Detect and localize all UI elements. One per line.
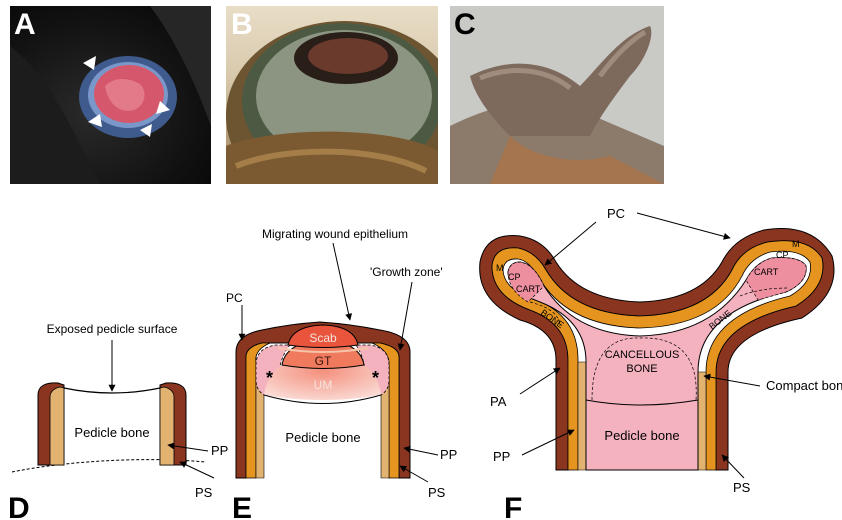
label-m-right: M <box>792 239 800 249</box>
label-cp-right: CP <box>776 250 789 260</box>
label-cart-left: CART <box>516 284 541 294</box>
label-pp-d: PP <box>211 443 228 458</box>
label-um: UM <box>314 378 333 392</box>
label-cart-right: CART <box>754 267 779 277</box>
panel-f-diagram: PC M CP CART BONE M CP CART BONE CANCELL… <box>480 206 842 520</box>
label-compact-bone: Compact bone <box>766 378 842 393</box>
panel-label-e: E <box>232 492 252 520</box>
label-pa: PA <box>490 394 507 409</box>
label-ps-f: PS <box>733 480 751 495</box>
label-scab: Scab <box>309 331 337 345</box>
label-growth-zone: 'Growth zone' <box>370 265 443 279</box>
label-ps-e: PS <box>428 485 446 500</box>
label-exposed-surface: Exposed pedicle surface <box>47 322 178 336</box>
label-pp-f: PP <box>493 449 510 464</box>
panel-label-d: D <box>8 492 30 520</box>
label-pc-e: PC <box>226 291 243 305</box>
label-pedicle-bone-f: Pedicle bone <box>604 428 679 443</box>
label-cancellous-2: BONE <box>626 363 657 375</box>
panel-label-f: F <box>504 492 522 520</box>
panel-d-diagram: Exposed pedicle surface Pedicle bone PP … <box>8 322 228 520</box>
panel-e-diagram: Migrating wound epithelium PC 'Growth zo… <box>226 227 457 520</box>
asterisk-right: * <box>372 368 379 388</box>
label-cp-left: CP <box>508 272 521 282</box>
label-gt: GT <box>315 354 332 368</box>
label-pp-e: PP <box>440 447 457 462</box>
asterisk-left: * <box>266 368 273 388</box>
label-wound-epithelium: Migrating wound epithelium <box>262 227 408 241</box>
label-pc-f: PC <box>607 206 625 221</box>
label-pedicle-bone-d: Pedicle bone <box>74 425 149 440</box>
label-ps-d: PS <box>195 485 213 500</box>
label-m-left: M <box>496 263 504 273</box>
label-cancellous-1: CANCELLOUS <box>605 349 680 361</box>
label-pedicle-bone-e: Pedicle bone <box>285 430 360 445</box>
